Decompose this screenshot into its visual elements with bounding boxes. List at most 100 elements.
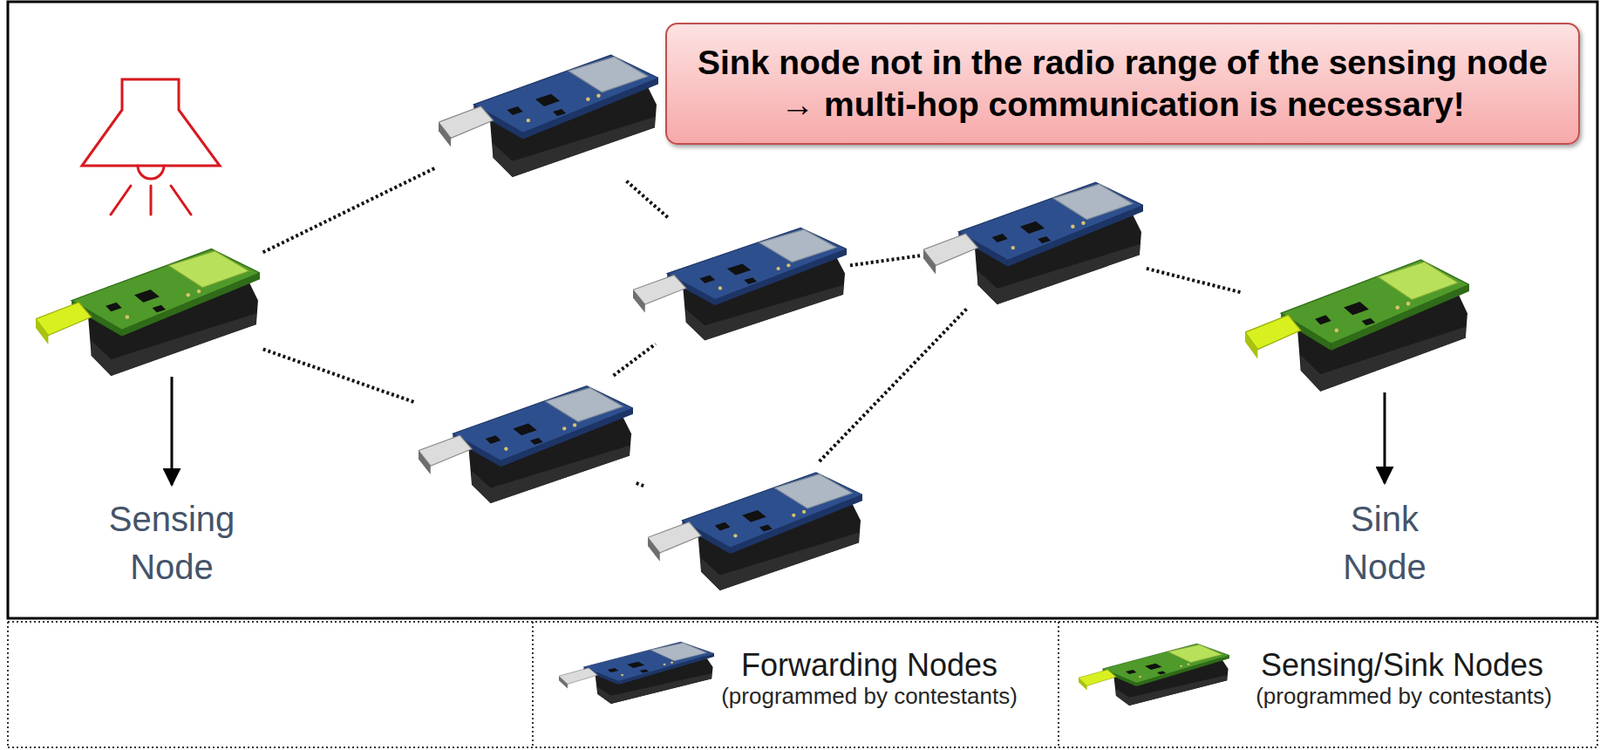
dotted-line bbox=[1057, 621, 1060, 748]
lamp-shade bbox=[81, 79, 220, 166]
component bbox=[620, 674, 624, 676]
chip bbox=[742, 510, 767, 523]
main-frame bbox=[7, 1, 1598, 619]
radio-link bbox=[850, 255, 920, 266]
circuit-board bbox=[667, 227, 847, 300]
radio-link bbox=[613, 343, 656, 375]
pointer-arrow bbox=[1383, 392, 1387, 484]
light-ray bbox=[110, 185, 131, 215]
sensor-node bbox=[438, 46, 659, 179]
component bbox=[1081, 221, 1085, 225]
component bbox=[670, 661, 674, 664]
device-illustration bbox=[438, 46, 659, 179]
component bbox=[1070, 224, 1075, 229]
callout-box: Sink node not in the radio range of the … bbox=[665, 22, 1580, 145]
radio-link bbox=[819, 308, 967, 462]
component bbox=[1395, 305, 1400, 310]
device-illustration bbox=[418, 377, 634, 505]
component bbox=[526, 118, 531, 123]
note-text: (programmed by contestants) bbox=[1255, 683, 1553, 709]
sensor-node bbox=[647, 463, 863, 593]
device-illustration bbox=[633, 219, 847, 342]
chip bbox=[552, 108, 566, 116]
device-illustration bbox=[647, 463, 863, 593]
node-label: Sink Node bbox=[1306, 495, 1464, 592]
radio-module bbox=[1167, 644, 1222, 663]
component bbox=[1179, 665, 1183, 668]
radio-module bbox=[545, 388, 624, 423]
chip bbox=[626, 661, 645, 668]
pointer-arrow bbox=[170, 376, 174, 485]
legend-frame bbox=[7, 621, 1598, 748]
chip bbox=[530, 437, 544, 445]
component bbox=[197, 289, 202, 294]
radio-module bbox=[650, 642, 707, 661]
component bbox=[562, 426, 566, 430]
component bbox=[718, 285, 722, 290]
legend-text: Forwarding Nodes bbox=[741, 648, 998, 682]
component bbox=[791, 513, 796, 518]
radio-module bbox=[759, 229, 837, 262]
circuit-board bbox=[681, 472, 863, 548]
radio-module bbox=[168, 251, 250, 288]
lamp-icon bbox=[81, 79, 220, 215]
legend-holder: Forwarding Nodes bbox=[741, 648, 998, 682]
usb-opening bbox=[418, 450, 431, 475]
callout-text: Sink node not in the radio range of the … bbox=[689, 41, 1556, 126]
circuit-board bbox=[71, 249, 260, 331]
sensor-node: Sink Node bbox=[1245, 250, 1470, 394]
label-holder: (programmed by contestants) bbox=[721, 683, 1018, 709]
radio-module bbox=[1053, 183, 1133, 220]
component bbox=[125, 314, 130, 320]
light-ray bbox=[170, 185, 191, 215]
usb-opening bbox=[438, 122, 451, 147]
component bbox=[786, 263, 790, 267]
chip bbox=[1314, 314, 1332, 325]
sensor-node: Sensing Node bbox=[35, 239, 260, 378]
radio-link bbox=[636, 483, 646, 487]
chip bbox=[507, 106, 524, 116]
chip bbox=[535, 94, 560, 107]
radio-link bbox=[626, 181, 668, 218]
usb-opening bbox=[633, 289, 646, 313]
dotted-line bbox=[7, 746, 1598, 749]
chip bbox=[1037, 236, 1051, 244]
component bbox=[1406, 301, 1411, 307]
label-holder: Sink Node bbox=[1306, 495, 1464, 592]
circuit-board bbox=[1102, 643, 1230, 683]
lamp-bulb bbox=[137, 165, 164, 179]
chip bbox=[759, 524, 773, 532]
note-text: (programmed by contestants) bbox=[721, 683, 1018, 709]
usb-opening bbox=[558, 675, 568, 688]
chip bbox=[727, 263, 751, 275]
chip bbox=[743, 277, 757, 284]
legend-icon bbox=[558, 637, 715, 705]
component bbox=[1334, 327, 1340, 333]
usb-opening bbox=[923, 249, 936, 274]
component bbox=[662, 663, 666, 666]
node-label: Sensing Node bbox=[93, 495, 251, 592]
usb-opening bbox=[35, 319, 48, 345]
radio-link bbox=[263, 167, 436, 252]
component bbox=[776, 266, 780, 271]
chip bbox=[512, 423, 538, 436]
dotted-line bbox=[6, 621, 9, 748]
circuit-board bbox=[583, 641, 715, 681]
chip bbox=[699, 274, 715, 283]
legend-holder: Sensing/Sink Nodes bbox=[1260, 648, 1544, 682]
usb-opening bbox=[1245, 332, 1258, 360]
chip bbox=[152, 305, 166, 313]
chip bbox=[1020, 221, 1045, 234]
radio-module bbox=[568, 56, 648, 93]
sensor-node bbox=[923, 173, 1144, 307]
dotted-line bbox=[7, 620, 1598, 623]
chip bbox=[1343, 301, 1369, 315]
radio-link bbox=[1146, 268, 1242, 293]
component bbox=[1138, 675, 1142, 678]
device-illustration bbox=[1245, 250, 1470, 394]
usb-opening bbox=[1078, 677, 1088, 690]
chip bbox=[105, 302, 123, 313]
chip bbox=[640, 668, 650, 673]
